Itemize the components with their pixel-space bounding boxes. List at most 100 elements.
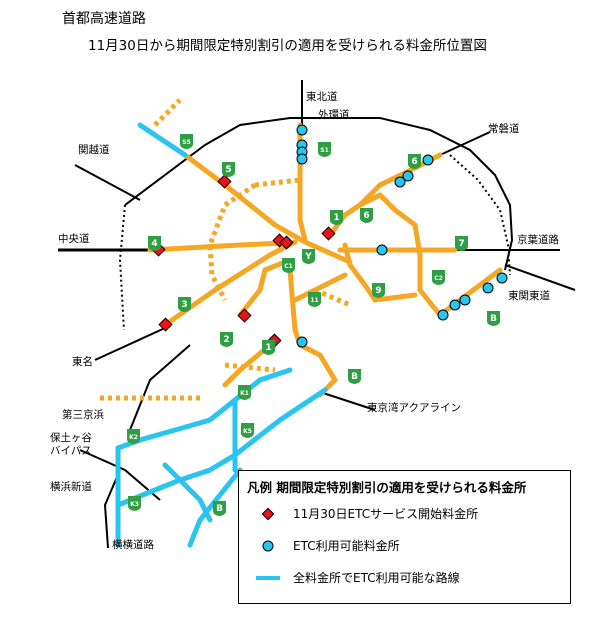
etc-tollgate-marker bbox=[296, 336, 308, 348]
outer-ring-dotted-east bbox=[449, 154, 511, 276]
svg-text:K2: K2 bbox=[129, 434, 138, 441]
road-label-tomei: 東名 bbox=[72, 355, 93, 368]
road-label-yokoshin: 横浜新道 bbox=[50, 480, 92, 493]
route-shield-S1: S1 bbox=[318, 142, 331, 157]
etc-tollgate-marker bbox=[394, 176, 406, 188]
road-tomei bbox=[94, 327, 166, 361]
etc-tollgate-marker bbox=[459, 294, 471, 306]
new-tollgate-marker bbox=[321, 226, 336, 241]
route-shield-K2: K2 bbox=[127, 429, 140, 444]
etc-tollgate-marker bbox=[437, 309, 449, 321]
svg-text:3: 3 bbox=[181, 300, 187, 310]
road-label-joban: 常磐道 bbox=[488, 122, 520, 135]
legend: 凡例 期間限定特別割引の適用を受けられる料金所 11月30日ETCサービス開始料… bbox=[238, 470, 571, 604]
road-label-gaikan: 外環道 bbox=[318, 108, 350, 121]
etc-tollgate-marker bbox=[496, 272, 508, 284]
road-labels: 東北道外環道常磐道関越道中央道京葉道路東関東道東名第三京浜保土ヶ谷バイパス横浜新… bbox=[50, 90, 559, 551]
red-diamond-icon bbox=[253, 507, 283, 521]
road-label-higashikanto: 東関東道 bbox=[508, 289, 550, 302]
legend-item-etc-route: 全料金所でETC利用可能な路線 bbox=[253, 569, 460, 586]
road-joban bbox=[439, 131, 491, 156]
route-shield-Y: Y bbox=[302, 249, 315, 264]
legend-item-etc-tollgate: ETC利用可能料金所 bbox=[253, 537, 400, 554]
svg-text:1: 1 bbox=[265, 343, 271, 353]
svg-text:S5: S5 bbox=[182, 139, 191, 146]
route-shield-11: 11 bbox=[308, 292, 321, 307]
new-tollgate-marker bbox=[279, 235, 294, 250]
route-shield-9: 9 bbox=[372, 283, 385, 298]
road-label-daisan: 第三京浜 bbox=[62, 408, 104, 421]
map-title: 首都高速道路 bbox=[62, 11, 146, 27]
route-shield-K5: K5 bbox=[241, 423, 254, 438]
svg-text:6: 6 bbox=[411, 157, 417, 167]
legend-label: 全料金所でETC利用可能な路線 bbox=[293, 571, 460, 585]
new-tollgate-marker bbox=[237, 308, 252, 323]
route-shield-1: 1 bbox=[262, 340, 275, 355]
route-shield-B: B bbox=[348, 369, 361, 384]
svg-text:C1: C1 bbox=[284, 263, 293, 270]
svg-text:2: 2 bbox=[223, 335, 229, 345]
svg-text:11: 11 bbox=[310, 297, 318, 304]
svg-text:5: 5 bbox=[225, 165, 231, 175]
new-tollgate-marker bbox=[158, 317, 173, 332]
road-label-yokoyoko: 横横道路 bbox=[112, 538, 154, 551]
etc-tollgate-marker bbox=[422, 154, 434, 166]
route-shield-C2: C2 bbox=[432, 270, 445, 285]
road-label-hodogaya: 保土ヶ谷バイパス bbox=[50, 431, 92, 457]
svg-text:B: B bbox=[216, 504, 223, 514]
route-shield-B: B bbox=[213, 501, 226, 516]
svg-text:K1: K1 bbox=[240, 390, 249, 397]
road-label-keiyo: 京葉道路 bbox=[517, 233, 559, 246]
planned-routes bbox=[100, 98, 351, 401]
road-tomei-south bbox=[129, 344, 191, 431]
route-shield-1: 1 bbox=[330, 210, 343, 225]
route-shield-B: B bbox=[487, 311, 500, 326]
route-shield-6: 6 bbox=[360, 208, 373, 223]
road-label-aqua: 東京湾アクアライン bbox=[367, 401, 461, 414]
road-hodogaya bbox=[79, 449, 161, 501]
road-higashikanto bbox=[504, 264, 576, 291]
etc-tollgate-marker bbox=[376, 244, 388, 256]
route-shield-4: 4 bbox=[148, 236, 161, 251]
svg-text:S1: S1 bbox=[320, 147, 329, 154]
map-subtitle: 11月30日から期間限定特別割引の適用を受けられる料金所位置図 bbox=[88, 38, 487, 54]
legend-title: 凡例 期間限定特別割引の適用を受けられる料金所 bbox=[247, 480, 527, 495]
outer-ring-dotted-west bbox=[118, 204, 126, 331]
svg-text:1: 1 bbox=[333, 213, 339, 223]
route-shield-5: 5 bbox=[222, 162, 235, 177]
etc-tollgate-marker bbox=[296, 124, 308, 136]
svg-text:9: 9 bbox=[375, 286, 381, 296]
shutoko-routes bbox=[147, 122, 503, 398]
svg-text:6: 6 bbox=[363, 211, 369, 221]
route-shield-7: 7 bbox=[455, 236, 468, 251]
etc-tollgates bbox=[296, 124, 508, 348]
etc-tollgate-marker bbox=[296, 153, 308, 165]
route-shield-6: 6 bbox=[408, 154, 421, 169]
legend-label: ETC利用可能料金所 bbox=[293, 539, 400, 553]
route-shield-K1: K1 bbox=[238, 385, 251, 400]
road-aqua bbox=[319, 391, 376, 411]
new-tollgates bbox=[151, 174, 336, 348]
blue-line-icon bbox=[253, 573, 283, 583]
svg-text:B: B bbox=[351, 372, 358, 382]
route-shield-2: 2 bbox=[220, 332, 233, 347]
road-label-kanetsu: 関越道 bbox=[78, 143, 110, 156]
svg-text:C2: C2 bbox=[434, 275, 443, 282]
new-tollgate-marker bbox=[217, 174, 232, 189]
svg-text:4: 4 bbox=[151, 239, 157, 249]
legend-label: 11月30日ETCサービス開始料金所 bbox=[293, 507, 479, 521]
etc-tollgate-marker bbox=[402, 170, 414, 182]
blue-circle-icon bbox=[253, 539, 283, 553]
route-shield-K3: K3 bbox=[128, 496, 141, 511]
etc-tollgate-marker bbox=[482, 282, 494, 294]
route-shield-S5: S5 bbox=[180, 134, 193, 149]
road-kanetsu bbox=[74, 164, 141, 201]
outer-ring-road bbox=[124, 117, 514, 271]
svg-text:K3: K3 bbox=[130, 501, 139, 508]
svg-text:B: B bbox=[490, 314, 497, 324]
svg-text:7: 7 bbox=[458, 239, 464, 249]
road-label-chuo: 中央道 bbox=[58, 232, 90, 245]
route-shield-3: 3 bbox=[178, 297, 191, 312]
